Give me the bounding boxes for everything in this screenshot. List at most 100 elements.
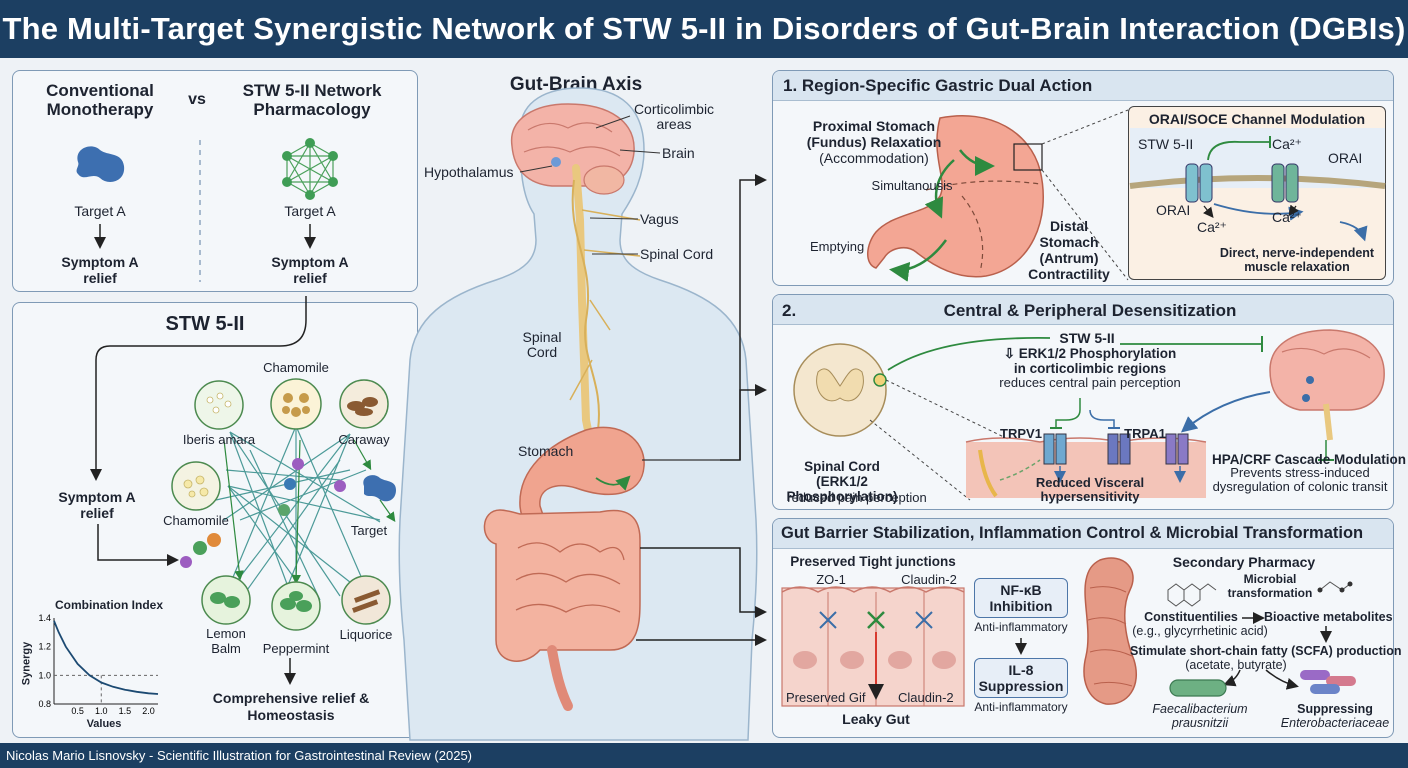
- target-blob-icon: [76, 146, 125, 182]
- herb-caraway: Caraway: [338, 432, 390, 447]
- chart-title: Combination Index: [55, 598, 163, 612]
- il8-box: IL-8 Suppression: [974, 658, 1068, 698]
- orai-title: ORAI/SOCE Channel Modulation: [1148, 111, 1366, 127]
- barrier-claudin-top: Claudin-2: [901, 572, 957, 587]
- barrier-zo1: ZO-1: [816, 572, 846, 587]
- chart-y-tick-1: 1.2: [38, 642, 51, 652]
- comparison-arrows: [94, 224, 316, 249]
- desens-spinal-title: Spinal Cord (ERK1/2 Phosphorylation): [786, 459, 898, 504]
- barrier-preserved: Preserved Gif: [786, 690, 866, 705]
- herb-liquorice: Liquorice: [339, 627, 393, 642]
- stw-target-label: Target: [350, 523, 388, 538]
- stw-title: STW 5-II: [165, 313, 245, 335]
- divider-line: [199, 140, 201, 282]
- axis-leader-lines: [519, 115, 767, 646]
- conventional-title: Conventional Monotherapy: [46, 81, 154, 119]
- spinal-cross-section: [793, 336, 1263, 501]
- axis-brain: Brain: [662, 145, 695, 161]
- epithelium-illustration: [781, 586, 965, 707]
- herb-chamomile-left: Chamomile: [163, 513, 229, 528]
- desens-trpa1: TRPA1: [1124, 426, 1166, 441]
- herb-iberis: Iberis amara: [182, 432, 256, 447]
- desens-hpa-sub: Prevents stress-induced dysregulation of…: [1212, 465, 1388, 494]
- spinal-cord-vagus: [569, 164, 641, 444]
- chart-x-tick-3: 2.0: [142, 706, 155, 716]
- chart-y-tick-3: 0.8: [38, 699, 51, 709]
- herb-circles: [171, 378, 391, 631]
- barrier-bioactive: Bioactive metabolites: [1264, 610, 1393, 624]
- barrier-suppressing: Suppressing: [1297, 702, 1373, 716]
- herb-peppermint: Peppermint: [262, 641, 330, 656]
- axis-title: Gut-Brain Axis: [509, 74, 643, 95]
- comparison-panel: [12, 70, 418, 292]
- stw-connector-arrow: [90, 296, 307, 566]
- nfkb-box: NF-κB Inhibition: [974, 578, 1068, 618]
- gastric-emptying: Emptying: [810, 239, 865, 254]
- barrier-leaky: Leaky Gut: [842, 711, 910, 727]
- orai-ca-left: Ca²⁺: [1197, 219, 1227, 235]
- barrier-glyc: (e.g., glycyrrhetinic acid): [1132, 624, 1268, 638]
- axis-corticolimbic: Corticolimbic areas: [633, 101, 715, 132]
- chart-y-tick-0: 1.4: [38, 613, 51, 623]
- barrier-anti1: Anti-inflammatory: [974, 620, 1068, 634]
- barrier-constituents: Constituentilies: [1144, 610, 1238, 624]
- orai-ca-right: Ca²⁺: [1272, 209, 1302, 225]
- chart-x-tick-2: 1.5: [119, 706, 132, 716]
- axis-spinal-cord-right: Spinal Cord: [640, 246, 714, 262]
- orai-membrane: [1129, 128, 1386, 242]
- left-target-label: Target A: [74, 203, 126, 219]
- desens-reduced: Reduced Visceral hypersensitivity: [1035, 475, 1145, 504]
- axis-vagus: Vagus: [640, 211, 679, 227]
- orai-direct: Direct, nerve-independent muscle relaxat…: [1219, 246, 1375, 274]
- desens-trpv1: TRPV1: [1000, 426, 1042, 441]
- receptor-tissue: [965, 391, 1271, 498]
- desens-hpa-title: HPA/CRF Cascade Modulation: [1212, 452, 1407, 467]
- gastric-proximal-sub: (Accommodation): [819, 150, 929, 166]
- herb-lemon-balm: Lemon Balm: [206, 626, 246, 656]
- footer-credit: Nicolas Mario Lisnovsky - Scientific Ill…: [0, 743, 1408, 768]
- desens-spinal-sub: reduced pain perception: [787, 490, 927, 505]
- chart-xlabel: Values: [86, 718, 122, 730]
- right-relief-label: Symptom A relief: [271, 254, 349, 286]
- barrier-entero: Enterobacteriaceae: [1280, 716, 1390, 730]
- network-title: STW 5-II Network Pharmacology: [242, 81, 382, 119]
- chart-ylabel: Synergy: [20, 641, 33, 686]
- stomach-intestine: [483, 426, 645, 711]
- herb-chamomile-top: Chamomile: [263, 360, 329, 375]
- orai-ca-top: Ca²⁺: [1272, 136, 1302, 152]
- axis-spinal-cord-left: Spinal Cord: [522, 329, 562, 360]
- microbial-diagram: [1167, 581, 1356, 697]
- axis-hypothalamus: Hypothalamus: [424, 164, 514, 180]
- chart-y-tick-2: 1.0: [38, 670, 51, 680]
- herb-network-lines: [180, 425, 396, 609]
- nfkb-arrow: [1015, 638, 1027, 655]
- gastric-stomach-illustration: [867, 109, 1129, 282]
- gastric-simultaneous: Simultanousis: [871, 178, 953, 193]
- desens-number: 2.: [782, 301, 797, 320]
- gastric-header: 1. Region-Specific Gastric Dual Action: [773, 71, 1393, 101]
- network-graph-icon: [282, 138, 338, 200]
- desens-header: Central & Peripheral Desensitization: [943, 301, 1237, 320]
- chart-x-tick-0: 0.5: [71, 706, 84, 716]
- orai-left-label: ORAI: [1156, 202, 1191, 218]
- desens-stw: STW 5-II: [1059, 330, 1115, 346]
- stw-outcome: Comprehensive relief & Homeostasis: [212, 690, 370, 723]
- barrier-scfa: Stimulate short-chain fatty (SCFA) produ…: [1130, 644, 1402, 658]
- orai-right-label: ORAI: [1328, 150, 1363, 166]
- barrier-secondary: Secondary Pharmacy: [1172, 554, 1316, 570]
- vs-label: vs: [188, 91, 206, 108]
- chart-series-line-0: [53, 620, 159, 695]
- page-title: The Multi-Target Synergistic Network of …: [0, 0, 1408, 58]
- brain-illustration: [510, 103, 635, 195]
- desens-header-bar: [773, 295, 1393, 325]
- body-silhouette: [398, 87, 758, 741]
- gastric-distal: Distal Stomach (Antrum) Contractility: [1028, 218, 1110, 282]
- barrier-acetate: (acetate, butyrate): [1185, 658, 1287, 672]
- gastric-proximal-title: Proximal Stomach (Fundus) Relaxation: [806, 118, 942, 150]
- desens-erk: ⇩ ERK1/2 Phosphorylation in corticolimbi…: [1003, 346, 1177, 376]
- barrier-header: Gut Barrier Stabilization, Inflammation …: [773, 519, 1393, 549]
- barrier-faecali: Faecalibacterium prausnitzii: [1152, 702, 1248, 730]
- stw-symptom-label: Symptom A relief: [58, 489, 136, 521]
- orai-stw: STW 5-II: [1138, 136, 1194, 152]
